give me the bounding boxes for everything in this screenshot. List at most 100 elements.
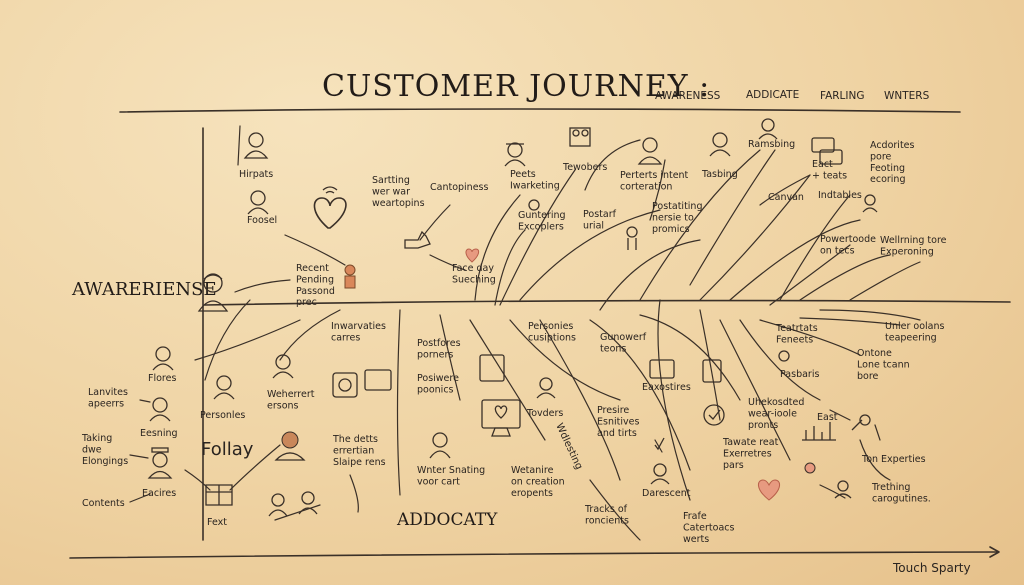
header-tab-1: AWARENESS bbox=[655, 90, 721, 102]
journey-note-line: Gunowerf bbox=[600, 332, 647, 343]
journey-note-line: Experoning bbox=[880, 246, 934, 257]
check-icon bbox=[654, 437, 665, 451]
journey-note-line: Ontone bbox=[857, 348, 892, 359]
header-tab-2: ADDICATE bbox=[746, 89, 799, 101]
header-rule bbox=[119, 108, 961, 113]
chat-bubble-icon bbox=[819, 149, 843, 165]
journey-note-line: Tracks of bbox=[584, 504, 628, 515]
bottom-axis-arrowhead bbox=[989, 546, 1000, 558]
journey-note-line: Eact bbox=[812, 159, 833, 170]
journey-note-line: Unler oolans bbox=[885, 321, 944, 332]
journey-note-line: cusiptions bbox=[528, 332, 576, 343]
journey-note-line: Posiwere bbox=[417, 373, 459, 384]
journey-note-line: Postatiting bbox=[652, 201, 702, 212]
journey-note-line: Passond bbox=[296, 286, 335, 297]
person-icon bbox=[243, 132, 269, 159]
journey-note-line: Canvan bbox=[768, 192, 804, 203]
journey-note-line: Feneets bbox=[776, 334, 813, 345]
person-icon bbox=[197, 273, 229, 312]
journey-note-line: Pending bbox=[296, 274, 334, 285]
person-icon bbox=[274, 431, 306, 461]
journey-note-line: Postfores bbox=[417, 338, 461, 349]
magnifier-icon bbox=[851, 414, 871, 431]
journey-note: Eacires bbox=[142, 488, 176, 499]
monitor-heart-icon bbox=[494, 405, 508, 419]
monitor-icon bbox=[481, 399, 521, 429]
journey-note-line: Guntering bbox=[518, 210, 566, 221]
journey-note-line: Exerretres bbox=[723, 448, 772, 459]
journey-note-line: and tirts bbox=[597, 428, 637, 439]
monitor-stand-icon bbox=[491, 427, 511, 437]
journey-note: Ton Experties bbox=[861, 454, 926, 465]
journey-note-line: Perterts intent bbox=[620, 170, 689, 181]
journey-note-line: Foosel bbox=[247, 215, 277, 226]
journey-note-line: Catertoacs bbox=[683, 522, 735, 533]
journey-note-line: prec bbox=[296, 297, 317, 308]
wifi-icon bbox=[322, 186, 338, 194]
journey-note-line: Eaxostires bbox=[642, 382, 691, 393]
journey-note-line: Cantopiness bbox=[430, 182, 488, 193]
journey-note: Flores bbox=[148, 373, 176, 384]
journey-note-line: pronts bbox=[748, 420, 778, 431]
gift-box-icon bbox=[205, 484, 233, 506]
person-icon bbox=[147, 447, 173, 479]
journey-note: Cantopiness bbox=[430, 182, 488, 193]
person-icon bbox=[272, 354, 294, 379]
journey-note-line: pars bbox=[723, 460, 744, 471]
journey-note: Foosel bbox=[247, 215, 277, 226]
person-icon bbox=[268, 493, 288, 517]
journey-note-line: Fext bbox=[207, 517, 227, 528]
journey-note-line: Wetanire bbox=[511, 465, 554, 476]
journey-note-line: Teatrtats bbox=[775, 323, 818, 334]
journey-note-line: Tawate reat bbox=[722, 437, 779, 448]
heart-icon bbox=[465, 248, 480, 263]
thumbs-up-icon bbox=[404, 230, 431, 249]
middle-rule bbox=[204, 299, 1011, 306]
journey-note: Tewobers bbox=[562, 162, 607, 173]
journey-note: Tovders bbox=[526, 408, 563, 419]
journey-note-line: The detts bbox=[332, 434, 378, 445]
journey-note-line: Postarf bbox=[583, 209, 617, 220]
journey-note-line: Face day bbox=[452, 263, 494, 274]
page-title: CUSTOMER JOURNEY : bbox=[322, 69, 710, 104]
journey-note-line: Powertoode bbox=[820, 234, 876, 245]
check-circle-icon bbox=[703, 404, 725, 426]
awareness-section-label: AWARERIENSE bbox=[71, 279, 217, 300]
person-icon bbox=[152, 346, 174, 371]
journey-note-line: wear-ioole bbox=[748, 408, 797, 419]
journey-note-line: teons bbox=[600, 343, 626, 354]
journey-note-line: Hirpats bbox=[239, 169, 273, 180]
journey-note-line: Lanvites bbox=[88, 387, 128, 398]
frame-left-line-2 bbox=[237, 125, 241, 166]
journey-note: Indtables bbox=[818, 190, 862, 201]
journey-note-line: Elongings bbox=[82, 456, 128, 467]
journey-note-line: Weherrert bbox=[267, 389, 315, 400]
journey-note-line: Excoplers bbox=[518, 221, 564, 232]
journey-note-line: Trething bbox=[871, 482, 910, 493]
journey-note: Eact+ teats bbox=[812, 159, 847, 181]
journey-note-line: Uhekosdted bbox=[748, 397, 804, 408]
journey-note-line: Personles bbox=[200, 410, 245, 421]
card-icon bbox=[364, 369, 392, 391]
chat-bubble-icon bbox=[811, 137, 835, 153]
journey-note-line: Darescent bbox=[642, 488, 691, 499]
journey-note-line: Acdorites bbox=[870, 140, 915, 151]
person-icon bbox=[626, 226, 638, 250]
ice-cream-icon bbox=[804, 462, 816, 474]
briefcase-icon bbox=[649, 359, 675, 379]
journey-note-line: poonics bbox=[417, 384, 454, 395]
person-icon bbox=[637, 137, 663, 165]
journey-note-line: errertian bbox=[333, 445, 374, 456]
